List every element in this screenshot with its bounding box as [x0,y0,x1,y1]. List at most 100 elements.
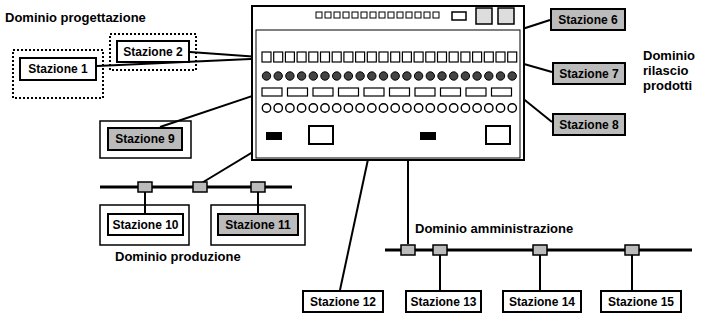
panel-icon [498,8,514,24]
port-socket [426,72,434,80]
station-box: Stazione 7 [552,62,626,85]
port-socket [274,72,282,80]
port-jack [309,52,318,62]
port-socket [496,72,504,80]
port-socket [485,72,493,80]
port-socket [321,72,329,80]
port-slot [441,88,461,96]
port-socket [461,72,469,80]
bus-tap [251,182,265,192]
station-name: Stazione 14 [509,295,575,309]
station-box: Stazione 15 [600,290,682,313]
port-socket [309,72,317,80]
drop-line [439,250,441,290]
panel-led [325,12,331,18]
outer-box [100,121,191,158]
station-name: Stazione 6 [558,13,617,27]
panel-button [452,12,466,20]
port-jack [414,52,423,62]
port-socket [496,104,504,112]
port-socket [333,104,341,112]
panel-led [433,12,439,18]
station-box: Stazione 14 [502,290,582,313]
port-jack [426,52,435,62]
port-socket [262,104,270,112]
station-name: Stazione 2 [123,45,182,59]
port-jack [473,52,482,62]
bus-tap [138,182,152,192]
domain-label: Dominio progettazione [5,10,146,25]
port-slot [364,88,384,96]
port-jack [356,52,365,62]
station-name: Stazione 1 [28,62,87,76]
port-jack [508,52,517,62]
port-jack [297,52,306,62]
port-socket [473,104,481,112]
port-slot [390,88,410,96]
port-socket [286,104,294,112]
bus-taps [138,182,639,255]
port-socket [414,72,422,80]
panel-led [316,12,322,18]
port-slot [492,88,512,96]
port-jack [449,52,458,62]
panel-led [415,12,421,18]
port-jack [274,52,283,62]
station-name: Stazione 13 [410,295,476,309]
station-name: Stazione 7 [559,67,618,81]
port-socket [368,72,376,80]
port-slot [313,88,333,96]
station-box: Stazione 9 [107,127,183,151]
port-socket [414,104,422,112]
port-socket [309,104,317,112]
port-slot [288,88,308,96]
port-jack [321,52,330,62]
port-socket [403,104,411,112]
port-jack [332,52,341,62]
drop-line [539,250,541,290]
port-socket [321,104,329,112]
panel-icon [476,8,492,24]
station-box: Stazione 6 [550,8,626,31]
panel-icon [486,126,510,144]
port-socket [438,72,446,80]
panel-led [343,12,349,18]
port-socket [473,72,481,80]
station-box: Stazione 8 [552,113,626,136]
panel-icon [309,126,333,144]
panel-led [266,132,282,140]
panel-led [424,12,430,18]
bus-tap [433,245,447,255]
port-socket [450,104,458,112]
port-socket [333,72,341,80]
port-socket [344,104,352,112]
port-socket [508,72,516,80]
station-name: Stazione 11 [225,218,290,232]
dotted-outline [13,50,103,98]
port-jack [285,52,294,62]
port-socket [438,104,446,112]
port-socket [461,104,469,112]
station-box: Stazione 13 [405,290,482,313]
port-slot [415,88,435,96]
port-jack [496,52,505,62]
port-socket [379,104,387,112]
port-jack [344,52,353,62]
panel-led [361,12,367,18]
bus-tap [193,182,207,192]
panel-led [406,12,412,18]
port-jack [367,52,376,62]
station-name: Stazione 9 [115,132,174,146]
patch-panel [252,6,524,160]
panel-led [379,12,385,18]
port-socket [426,104,434,112]
station-box: Stazione 10 [107,213,184,236]
bus-tap [625,245,639,255]
port-socket [286,72,294,80]
port-socket [344,72,352,80]
port-slot [339,88,359,96]
station-box: Stazione 11 [217,213,299,236]
station-box: Stazione 12 [302,290,384,313]
